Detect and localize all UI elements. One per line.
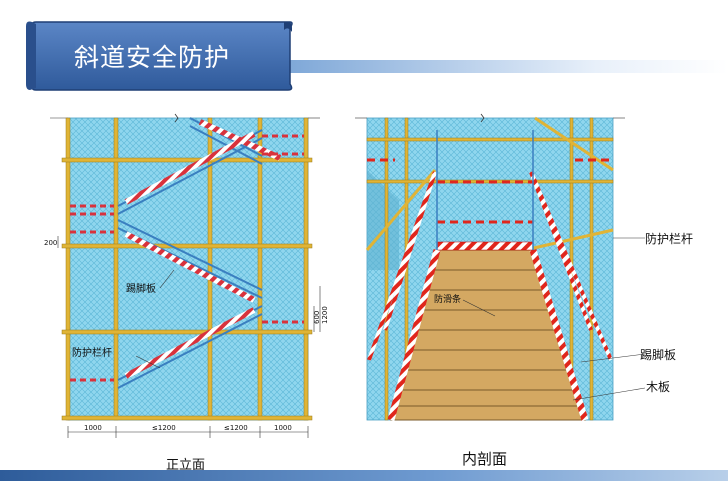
section-label-anti-slip: 防滑条 (434, 295, 462, 305)
front-ledgers (61, 157, 313, 421)
front-dim-2: ≤1200 (152, 424, 176, 432)
section-view-caption: 内剖面 (462, 450, 508, 468)
slide-title: 斜道安全防护 (74, 43, 231, 72)
footer-bar (0, 470, 728, 481)
section-guardrails (367, 171, 613, 361)
front-dim-3: ≤1200 (224, 424, 248, 432)
front-label-toe-board: 踢脚板 (126, 284, 156, 295)
section-drawing (355, 113, 645, 422)
front-dim-1200: 1200 (321, 306, 329, 324)
front-label-guardrail: 防护栏杆 (72, 348, 112, 359)
title-strip (290, 60, 728, 73)
title-banner (26, 21, 293, 91)
front-view-caption: 正立面 (166, 458, 206, 473)
section-label-toe-board: 踢脚板 (640, 348, 677, 362)
front-dim-4: 1000 (274, 424, 292, 432)
section-label-guardrail: 防护栏杆 (645, 232, 694, 246)
front-elevation-drawing: 200 1200 600 1000 ≤1200 ≤1200 1000 (44, 113, 329, 438)
front-guardrails (124, 119, 282, 379)
section-label-plank: 木板 (646, 380, 671, 394)
front-dim-200: 200 (44, 239, 57, 247)
front-dim-1: 1000 (84, 424, 102, 432)
front-dim-600: 600 (313, 311, 321, 324)
